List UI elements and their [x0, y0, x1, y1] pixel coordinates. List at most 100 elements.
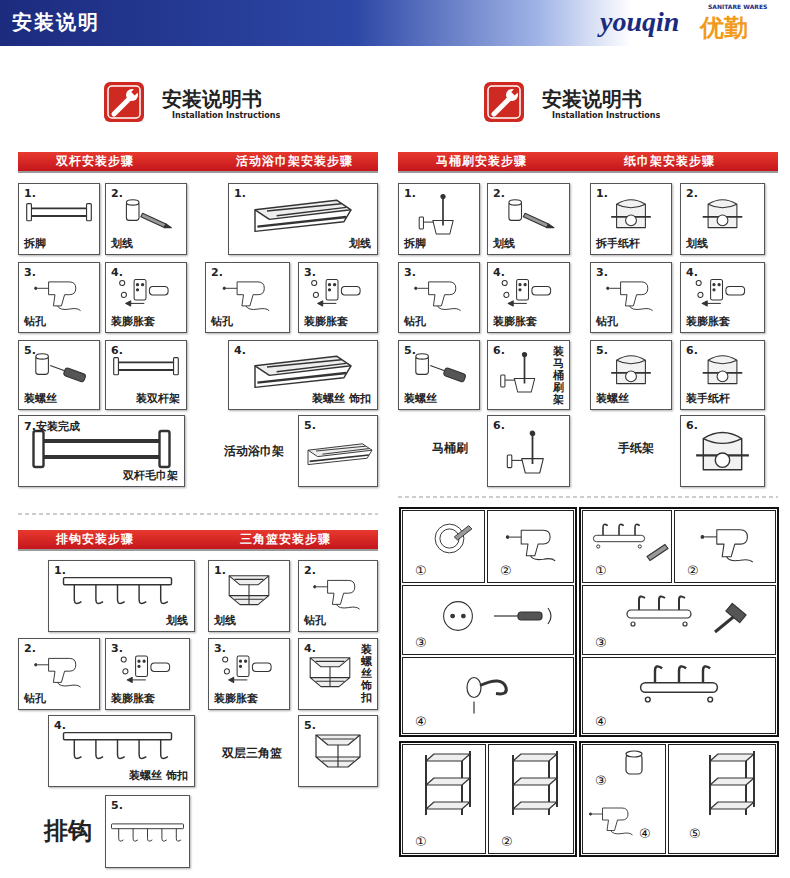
- step-number: 3.: [404, 266, 416, 279]
- panel-frame: [400, 508, 778, 856]
- shelf3-icon: [426, 751, 470, 815]
- step-caption: 装螺丝: [24, 391, 57, 406]
- step-number: ③: [595, 773, 607, 788]
- step-box: 4.装螺丝 饰扣: [228, 340, 378, 410]
- step-box: 1.拆脚: [18, 183, 100, 255]
- step-panel: ③④: [582, 744, 666, 854]
- step-box: 6. 装马桶刷架: [487, 340, 570, 410]
- step-number: 3.: [24, 266, 36, 279]
- step-box: 3.钻孔: [18, 262, 100, 333]
- step-number: 2.: [686, 187, 698, 200]
- step-number: 3.: [304, 266, 316, 279]
- paper-icon: [611, 200, 651, 228]
- step-number: 5.: [404, 344, 416, 357]
- step-box: 7.安装完成双杆毛巾架: [18, 415, 185, 487]
- step-number: 6.: [111, 344, 123, 357]
- step-caption: 划线: [214, 613, 236, 628]
- step-box: 3.装膨胀套: [298, 262, 378, 333]
- dashed-separator: [18, 514, 378, 515]
- rack-icon: [308, 444, 372, 465]
- basket-icon: [229, 576, 269, 605]
- step-number: 4.: [54, 719, 66, 732]
- step-caption: 装膨胀套: [111, 691, 155, 706]
- drill-icon: [314, 580, 360, 609]
- driverH-icon: [494, 608, 551, 624]
- drill-icon: [415, 282, 461, 311]
- step-number: 3.: [214, 642, 226, 655]
- step-caption: 装螺丝: [596, 391, 629, 406]
- step-number: 1.: [234, 187, 246, 200]
- step-caption: 划线: [493, 236, 515, 251]
- drill-icon: [35, 658, 81, 687]
- step-number: 3.: [596, 266, 608, 279]
- pencil-icon: [647, 545, 668, 561]
- step-panel: ⑤: [668, 744, 776, 854]
- mark-icon: [509, 200, 554, 228]
- step-number: 4.: [686, 266, 698, 279]
- step-box: 1. 划线: [208, 560, 290, 632]
- step-box: 1.划线: [48, 560, 195, 632]
- step-caption: 装双杆架: [136, 391, 180, 406]
- hooks-icon: [112, 824, 184, 841]
- step-number: ②: [500, 563, 512, 578]
- step-caption: 划线: [686, 236, 708, 251]
- step-number: ①: [415, 834, 427, 849]
- step-box: 5.: [298, 715, 378, 787]
- brush-icon: [501, 352, 535, 392]
- step-caption: 装马桶刷架: [553, 346, 564, 406]
- step-caption: 装膨胀套: [493, 314, 537, 329]
- step-number: 6.: [493, 344, 505, 357]
- step-caption: 装手纸杆: [686, 391, 730, 406]
- step-panel: ①: [402, 510, 485, 583]
- paper-icon: [703, 356, 743, 384]
- drill-icon: [223, 282, 269, 311]
- page-title: 安装说明: [12, 9, 100, 36]
- step-number: 2.: [111, 187, 123, 200]
- label-text: Installation Instructions: [552, 111, 660, 120]
- paper-icon: [703, 200, 743, 228]
- step-box: 4.装螺丝 饰扣: [48, 715, 195, 787]
- plateholes-icon: [444, 602, 473, 631]
- step-number: ③: [415, 635, 427, 650]
- step-number: 5.: [304, 419, 316, 432]
- step-number: 5.: [24, 344, 36, 357]
- step-panel: ④: [402, 657, 574, 734]
- instruction-icon: [104, 82, 144, 122]
- step-box: 3.装膨胀套: [208, 638, 290, 710]
- step-number: ⑤: [689, 826, 701, 841]
- step-panel: ①: [402, 744, 486, 854]
- step-number: 1.: [214, 564, 226, 577]
- step-number: 3.: [111, 642, 123, 655]
- step-number: 5.: [304, 719, 316, 732]
- section-bar: 马桶刷安装步骤纸巾架安装步骤: [398, 152, 778, 173]
- section-bar: 双杆安装步骤活动浴巾架安装步骤: [18, 152, 378, 173]
- step-number: 2.: [211, 266, 223, 279]
- step-caption: 钻孔: [404, 314, 426, 329]
- step-panel: ③: [402, 585, 574, 655]
- step-panel: ②: [674, 510, 776, 583]
- step-box: 6.: [487, 415, 570, 487]
- step-number: ①: [595, 563, 607, 578]
- step-caption: 装膨胀套: [111, 314, 155, 329]
- section-heading: 排钩安装步骤: [56, 532, 134, 547]
- label-text: 安装说明书: [542, 86, 642, 113]
- step-number: 2.: [24, 642, 36, 655]
- step-box: 1.拆手纸杆: [590, 183, 672, 255]
- label-text: 手纸架: [618, 440, 654, 457]
- step-box: 6.: [680, 415, 765, 487]
- drill-icon: [701, 530, 753, 562]
- hammer-icon: [715, 603, 746, 632]
- step-number: 5.: [596, 344, 608, 357]
- step-number: 4.: [111, 266, 123, 279]
- rack-icon: [255, 356, 351, 387]
- hooks-icon: [63, 733, 171, 759]
- step-number: ②: [501, 834, 513, 849]
- step-box: 3.钻孔: [590, 262, 672, 333]
- step-number: 6.: [493, 419, 505, 432]
- step-number: 1.: [54, 564, 66, 577]
- drill-icon: [607, 282, 653, 311]
- step-box: 1.拆脚: [398, 183, 480, 255]
- step-caption: 钻孔: [304, 613, 326, 628]
- step-caption: 装膨胀套: [686, 314, 730, 329]
